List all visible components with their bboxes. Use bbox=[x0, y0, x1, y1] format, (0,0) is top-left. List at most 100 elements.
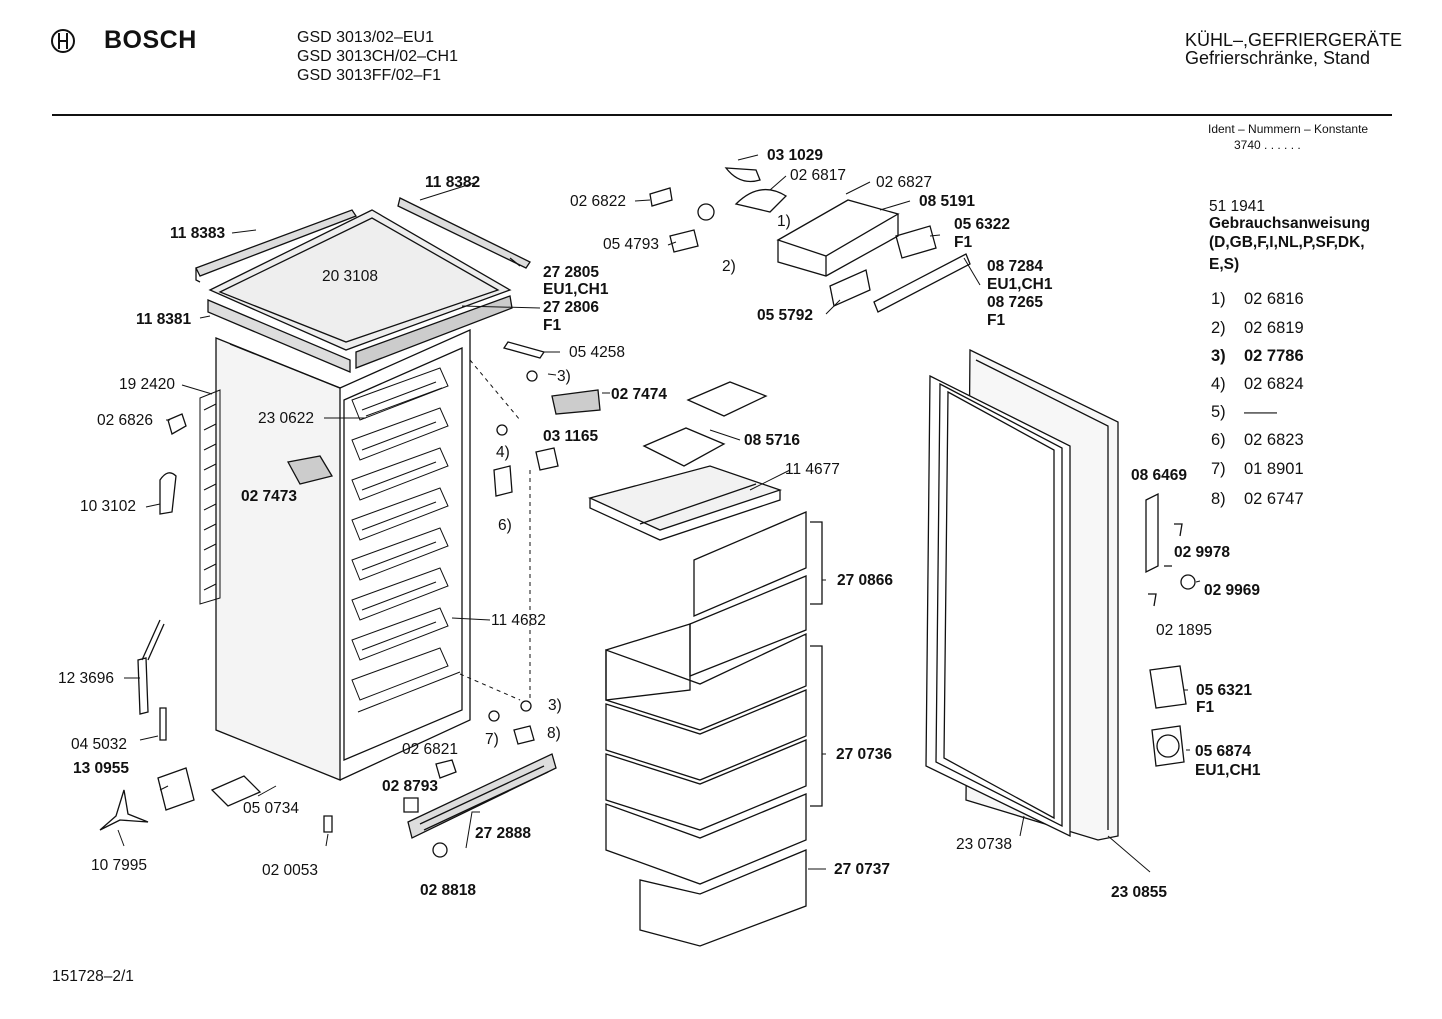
condenser bbox=[199, 389, 221, 605]
label-114682: 11 4682 bbox=[491, 612, 546, 629]
label-026821: 02 6821 bbox=[402, 741, 459, 758]
foot-028793 bbox=[403, 797, 419, 813]
label-086469: 08 6469 bbox=[1131, 467, 1188, 484]
category: KÜHL–,GEFRIERGERÄTE Gefrierschränke, Sta… bbox=[1185, 31, 1402, 67]
label-085716: 08 5716 bbox=[744, 432, 801, 449]
fan-026822 bbox=[649, 187, 673, 207]
switch-054793 bbox=[669, 229, 699, 253]
cap-029969 bbox=[1180, 574, 1196, 590]
plug-3-top bbox=[526, 370, 538, 382]
clip-026826 bbox=[167, 413, 187, 435]
label-103102: 10 3102 bbox=[80, 498, 137, 515]
label-054793: 05 4793 bbox=[603, 236, 660, 253]
label-026822: 02 6822 bbox=[570, 193, 627, 210]
legend-item: 6)02 6823 bbox=[1211, 431, 1304, 449]
front-trim-right bbox=[355, 295, 513, 369]
label-031029: 03 1029 bbox=[767, 147, 824, 164]
legend-item: 4)02 6824 bbox=[1211, 375, 1304, 393]
manual-title: Gebrauchsanweisung bbox=[1209, 215, 1371, 232]
legend-item: 2)02 6819 bbox=[1211, 319, 1304, 337]
label-029969: 02 9969 bbox=[1204, 582, 1261, 599]
panel-087284 bbox=[873, 253, 971, 313]
foot-028818 bbox=[432, 842, 448, 858]
label-045032: 04 5032 bbox=[71, 736, 128, 753]
legend-item: 7)01 8901 bbox=[1211, 460, 1304, 478]
label-028793: 02 8793 bbox=[382, 778, 439, 795]
control-housing-085191 bbox=[776, 199, 900, 277]
label-272888: 27 2888 bbox=[475, 825, 532, 842]
thermostat-123696 bbox=[137, 619, 165, 715]
manual-langs-1: (D,GB,F,I,NL,P,SF,DK, bbox=[1209, 234, 1365, 251]
label-118383: 11 8383 bbox=[170, 225, 226, 242]
fan-107995 bbox=[99, 789, 149, 831]
label-056322: 05 6322 bbox=[954, 216, 1011, 233]
ice-tray-027473 bbox=[287, 455, 334, 485]
label-2: 2) bbox=[722, 258, 736, 275]
label-192420: 19 2420 bbox=[119, 376, 176, 393]
label-270737: 27 0737 bbox=[834, 861, 891, 878]
model-f1: GSD 3013FF/02–F1 bbox=[297, 67, 442, 84]
label-f1-d: F1 bbox=[1196, 699, 1215, 716]
door-gasket-230738 bbox=[925, 374, 1071, 838]
label-eu1ch1-c: EU1,CH1 bbox=[1195, 762, 1261, 779]
label-4: 4) bbox=[496, 444, 510, 461]
label-087284: 08 7284 bbox=[987, 258, 1044, 275]
top-rail-right bbox=[397, 197, 531, 269]
label-056874: 05 6874 bbox=[1195, 743, 1252, 760]
label-270866: 27 0866 bbox=[837, 572, 894, 589]
drawing-number: 151728–2/1 bbox=[52, 968, 134, 985]
label-029978: 02 9978 bbox=[1174, 544, 1231, 561]
model-ch1: GSD 3013CH/02–CH1 bbox=[297, 48, 458, 65]
ice-tray-027474 bbox=[551, 389, 601, 415]
category-line1: KÜHL–,GEFRIERGERÄTE bbox=[1184, 30, 1402, 50]
label-3-bot: 3) bbox=[548, 697, 562, 714]
label-027474: 02 7474 bbox=[611, 386, 668, 403]
label-026826: 02 6826 bbox=[97, 412, 154, 429]
kick-plate-272888 bbox=[407, 753, 557, 839]
screw-029978 bbox=[1164, 523, 1183, 567]
legend-item: 5)—— bbox=[1211, 403, 1277, 421]
label-272806: 27 2806 bbox=[543, 299, 600, 316]
label-020053: 02 0053 bbox=[262, 862, 319, 879]
cover-056322 bbox=[895, 225, 937, 259]
label-8: 8) bbox=[547, 725, 561, 742]
label-107995: 10 7995 bbox=[91, 857, 148, 874]
lamp-cover-055792 bbox=[829, 269, 871, 307]
brand-name: BOSCH bbox=[104, 26, 197, 54]
screw-020053 bbox=[323, 815, 333, 833]
bracket-270866 bbox=[810, 521, 823, 605]
fan-motor-130955 bbox=[157, 767, 195, 811]
thermometer-056874 bbox=[1151, 725, 1185, 767]
cover-026817 bbox=[734, 188, 788, 213]
label-272805: 27 2805 bbox=[543, 264, 600, 281]
label-118382: 11 8382 bbox=[425, 174, 481, 191]
label-050734: 05 0734 bbox=[243, 800, 300, 817]
label-eu1ch1-b: EU1,CH1 bbox=[987, 276, 1053, 293]
label-1: 1) bbox=[777, 213, 791, 230]
label-7: 7) bbox=[485, 731, 499, 748]
label-085191: 08 5191 bbox=[919, 193, 976, 210]
bracket-270736 bbox=[810, 645, 823, 807]
ident-label: Ident – Nummern – Konstante bbox=[1208, 122, 1369, 136]
label-087265: 08 7265 bbox=[987, 294, 1044, 311]
relay-031165 bbox=[535, 447, 559, 471]
label-031165: 03 1165 bbox=[543, 428, 599, 445]
sensor-045032 bbox=[159, 707, 167, 741]
label-054258: 05 4258 bbox=[569, 344, 626, 361]
label-028818: 02 8818 bbox=[420, 882, 477, 899]
manual-number: 51 1941 bbox=[1209, 198, 1266, 215]
drawers bbox=[605, 511, 807, 947]
label-055792: 05 5792 bbox=[757, 307, 814, 324]
wire-shelves bbox=[351, 367, 461, 713]
manual-langs-2: E,S) bbox=[1209, 256, 1240, 273]
hinge-026821 bbox=[435, 759, 457, 779]
bracket-054258 bbox=[502, 341, 546, 359]
label-026827: 02 6827 bbox=[876, 174, 933, 191]
glass-shelf-114677 bbox=[588, 465, 783, 541]
label-021895: 02 1895 bbox=[1156, 622, 1213, 639]
header-rule bbox=[52, 114, 1392, 116]
ident-value: 3740 . . . . . . bbox=[1234, 138, 1301, 152]
dash-line-a bbox=[459, 359, 531, 701]
cover-6 bbox=[493, 465, 513, 497]
top-cover bbox=[208, 209, 512, 351]
